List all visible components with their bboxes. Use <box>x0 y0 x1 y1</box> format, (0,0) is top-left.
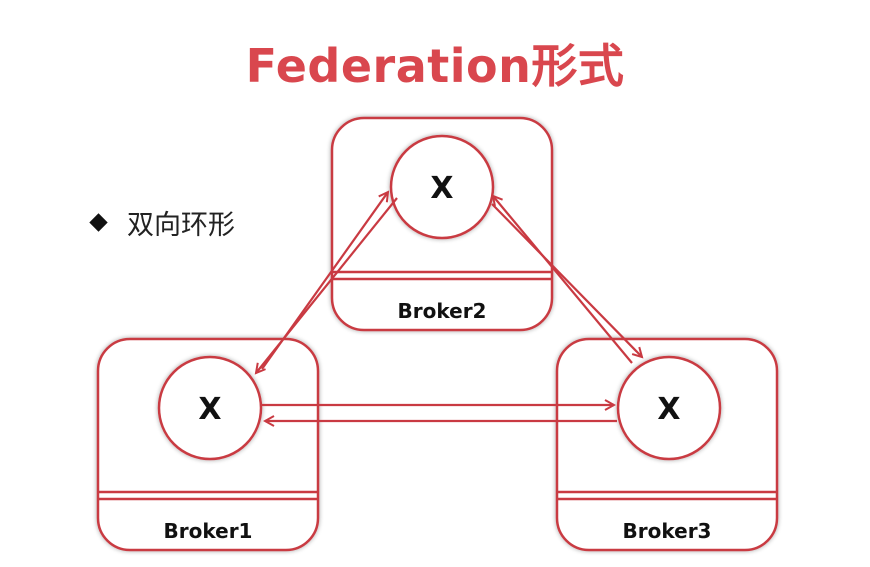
broker2-box: X Broker2 <box>330 116 554 332</box>
broker2-exchange-node <box>389 134 495 240</box>
slide-title: Federation形式 <box>245 39 625 93</box>
arrow-broker2-to-broker1 <box>256 197 398 373</box>
broker1-label: Broker1 <box>164 519 253 543</box>
broker2-label: Broker2 <box>398 299 487 323</box>
broker3-box: X Broker3 <box>555 337 779 552</box>
arrow-broker2-to-broker3 <box>491 203 642 357</box>
broker1-exchange-node <box>157 355 263 461</box>
broker3-exchange-node <box>616 355 722 461</box>
bullet-item: 双向环形 <box>88 203 235 242</box>
broker1-node-label: X <box>198 392 221 427</box>
bullet-text: 双向环形 <box>127 210 235 241</box>
broker2-node-label: X <box>430 171 453 206</box>
arrow-broker3-to-broker2 <box>493 196 633 364</box>
broker3-label: Broker3 <box>623 519 712 543</box>
broker3-node-label: X <box>657 392 680 427</box>
broker1-box: X Broker1 <box>96 337 320 552</box>
